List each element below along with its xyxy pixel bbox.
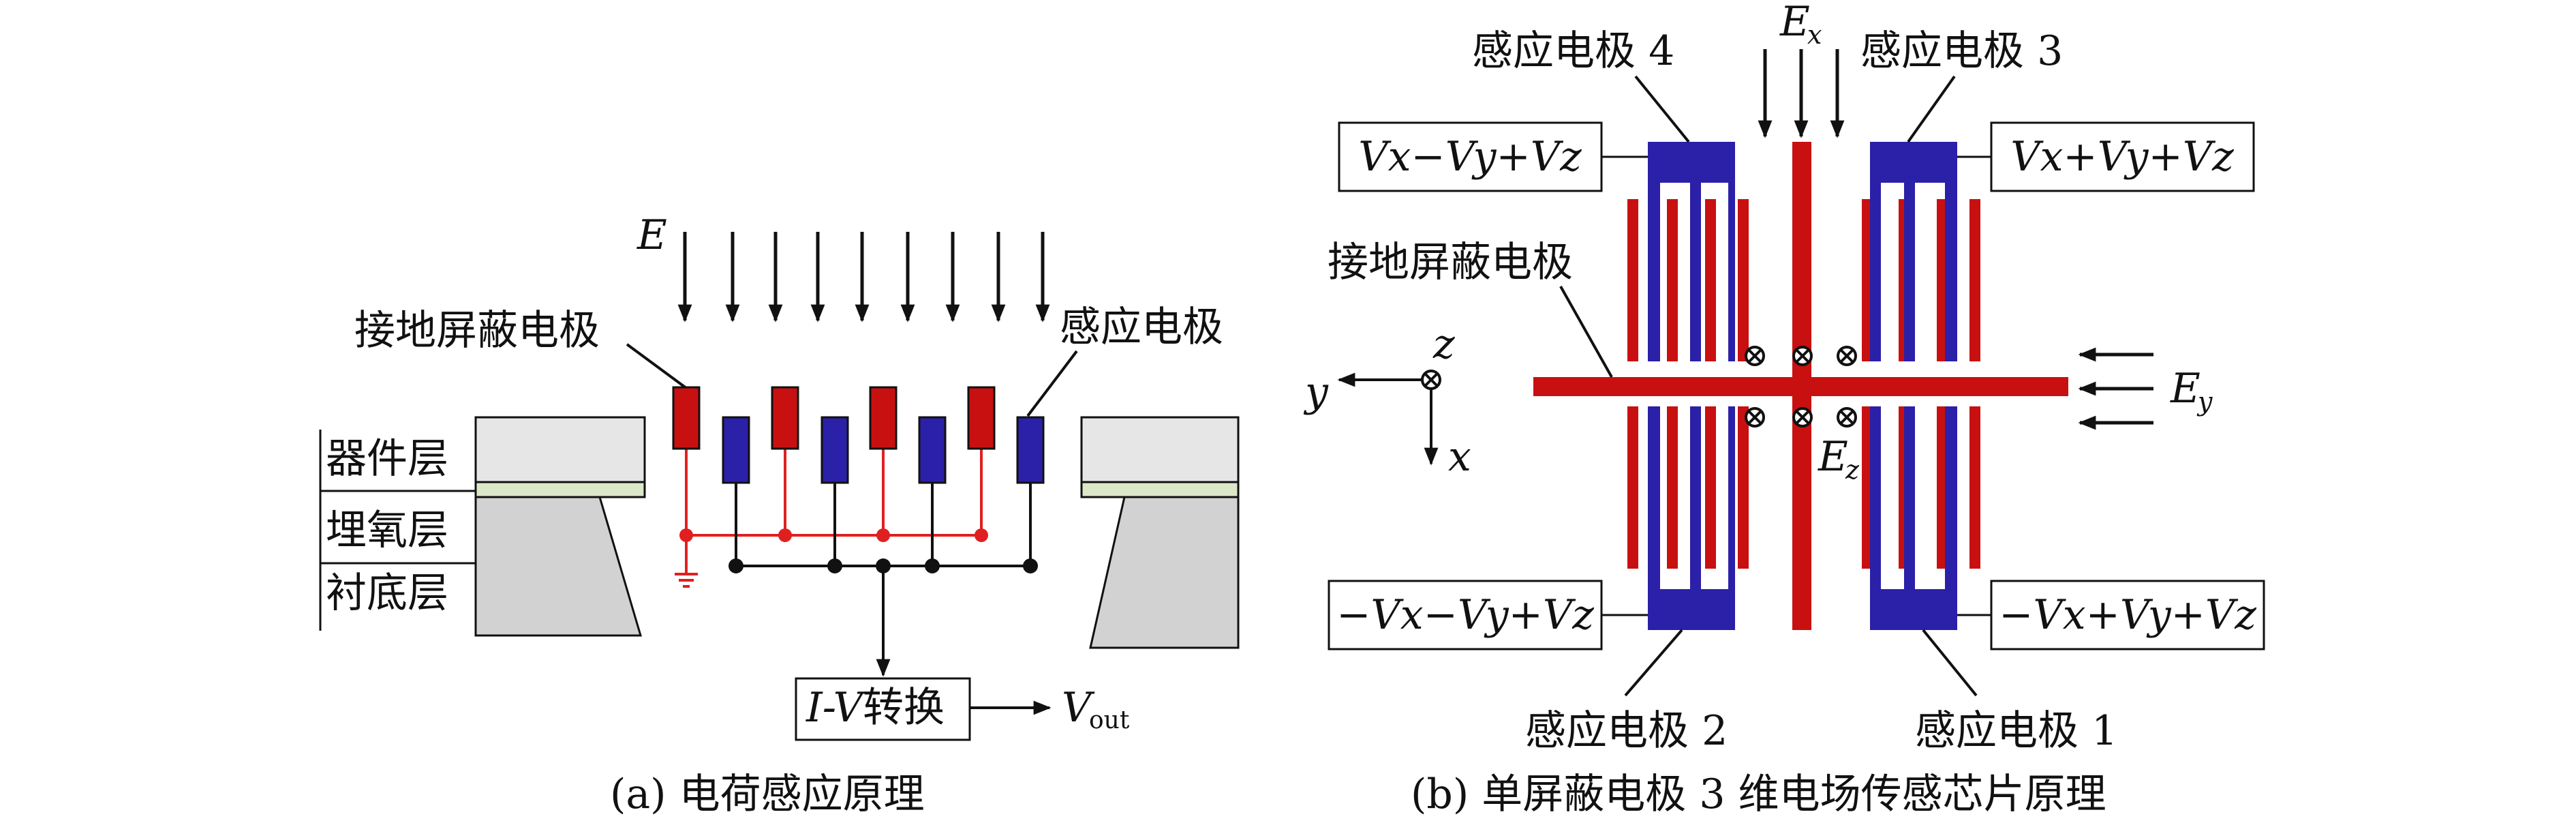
- output-label-sub: out: [1089, 706, 1130, 734]
- ex-arrows: [1758, 49, 1845, 138]
- ground-shield-label-b: 接地屏蔽电极: [1328, 239, 1573, 286]
- oxide-layer-right: [1080, 481, 1240, 498]
- sensing-electrode-2: [821, 416, 849, 484]
- ez-label: E: [1818, 433, 1848, 481]
- panel-b: E x E y E z 接地屏蔽电极 感应电极 4 感应电极 3 感应电极 2: [1303, 0, 2265, 818]
- coordinate-axes: [1337, 370, 1441, 466]
- electrode-3-label: 感应电极 3: [1860, 27, 2063, 75]
- voltage-label-bottom-left: −Vx−Vy+Vz: [1336, 591, 1594, 639]
- ground-electrode-2: [771, 386, 799, 450]
- ex-label-sub: x: [1807, 20, 1822, 50]
- voltage-box-bottom-right: [1990, 580, 2265, 650]
- voltage-label-bottom-right: −Vx+Vy+Vz: [1999, 591, 2256, 639]
- voltage-label-top-right: Vx+Vy+Vz: [2010, 133, 2234, 181]
- electrode-2: [1601, 406, 1749, 630]
- sensing-bus-nodes: [729, 558, 1038, 573]
- electrode-4: [1601, 142, 1749, 361]
- ey-label-sub: y: [2196, 387, 2213, 417]
- caption-a: (a) 电荷感应原理: [610, 770, 925, 818]
- substrate-right: [1089, 496, 1240, 649]
- axis-z-label: z: [1432, 320, 1455, 368]
- sensing-label-a: 感应电极: [1060, 303, 1223, 351]
- voltage-box-top-left: [1338, 121, 1603, 192]
- oxide-layer-left: [474, 481, 646, 498]
- layer-label-substrate: 衬底层: [326, 569, 448, 617]
- ground-shield-leader-b: [1559, 286, 1613, 378]
- electrode-1: [1862, 406, 1991, 630]
- sensing-electrode-1: [722, 416, 750, 484]
- ground-electrode-1: [672, 386, 701, 450]
- voltage-label-top-left: Vx−Vy+Vz: [1358, 133, 1582, 181]
- layer-label-oxide: 埋氧层: [326, 507, 448, 554]
- ex-label: E: [1779, 0, 1810, 46]
- axis-y-label: y: [1303, 368, 1329, 416]
- voltage-box-top-right: [1990, 121, 2255, 192]
- shield-horizontal-bar: [1533, 377, 2068, 396]
- iv-converter-label: I-V转换: [806, 684, 945, 732]
- device-layer-left: [474, 416, 646, 483]
- field-arrows-a: [677, 232, 1050, 323]
- voltage-box-bottom-left: [1328, 580, 1603, 650]
- layer-labels: 器件层 埋氧层 衬底层: [319, 430, 476, 631]
- caption-b: (b) 单屏蔽电极 3 维电场传感芯片原理: [1411, 770, 2106, 818]
- ez-label-sub: z: [1845, 455, 1860, 485]
- wafer-left: [474, 416, 646, 637]
- device-layer-right: [1080, 416, 1240, 483]
- ground-electrode-3: [869, 386, 898, 450]
- field-label-e: E: [637, 211, 667, 259]
- panel-a: E 接地屏蔽电极 感应电极 器件层 埋氧层 衬底层: [319, 211, 1240, 818]
- iv-converter-box: [795, 677, 971, 741]
- sensing-electrode-4: [1016, 416, 1045, 484]
- electrode-3: [1862, 142, 1991, 361]
- electrode-4-label: 感应电极 4: [1472, 27, 1674, 75]
- output-label: V: [1062, 684, 1095, 732]
- ground-bus-nodes: [679, 528, 988, 542]
- ground-shield-label-a: 接地屏蔽电极: [354, 307, 600, 355]
- ey-arrows: [2078, 347, 2153, 430]
- sensing-electrode-3: [918, 416, 947, 484]
- ey-label: E: [2170, 365, 2201, 413]
- axis-x-label: x: [1448, 433, 1471, 481]
- layer-label-device: 器件层: [326, 435, 448, 483]
- ground-electrode-4: [967, 386, 996, 450]
- ground-shield-leader-a: [626, 343, 693, 393]
- substrate-left: [474, 496, 643, 637]
- electrode-1-label: 感应电极 1: [1915, 707, 2117, 755]
- electrodes-a: [672, 386, 1045, 484]
- wafer-right: [1080, 416, 1240, 649]
- sensing-leader-a: [1026, 350, 1078, 417]
- electrode-2-label: 感应电极 2: [1525, 707, 1728, 755]
